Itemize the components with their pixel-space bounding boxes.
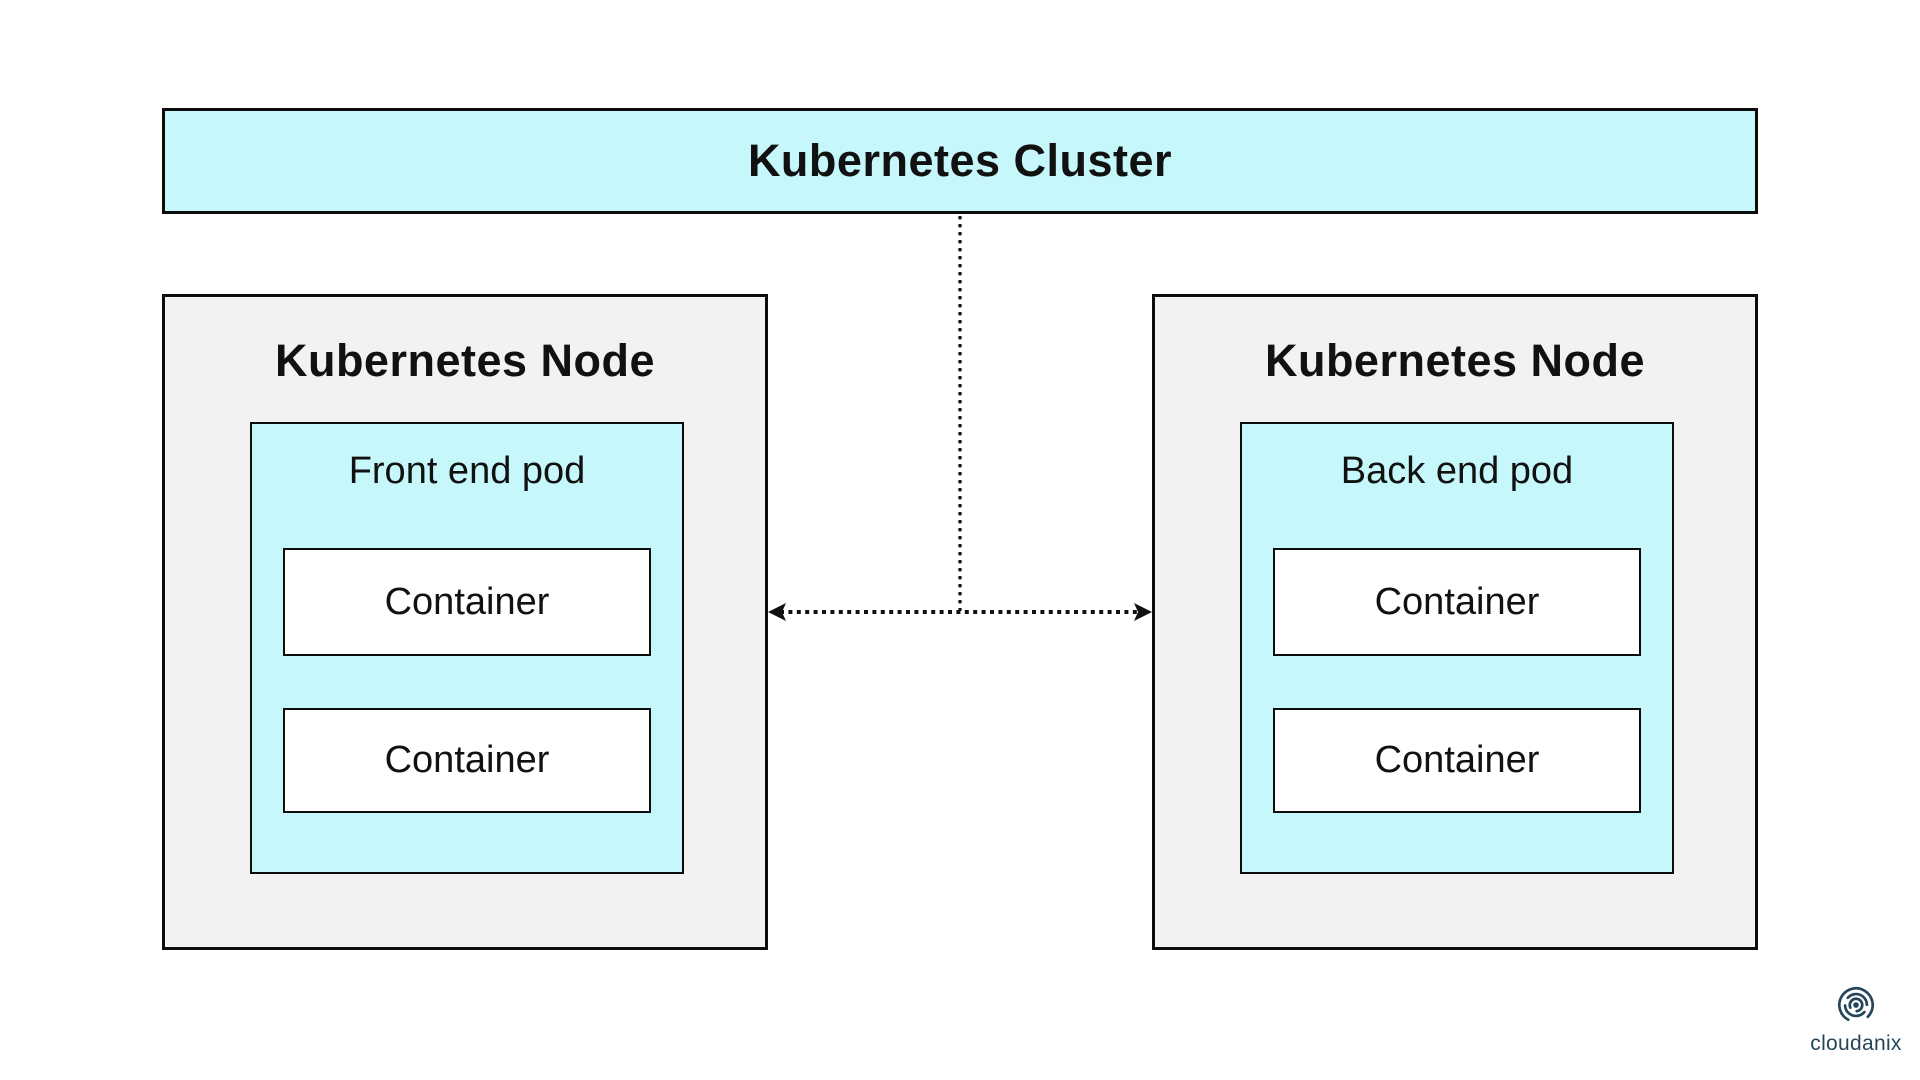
node-left-title: Kubernetes Node xyxy=(274,335,656,386)
node-left: Kubernetes Node Front end pod Container … xyxy=(162,294,768,950)
front-end-pod: Front end pod Container Container xyxy=(250,422,684,874)
back-end-pod: Back end pod Container Container xyxy=(1240,422,1674,874)
container-box: Container xyxy=(1273,708,1641,813)
node-right-title: Kubernetes Node xyxy=(1264,335,1646,386)
node-right: Kubernetes Node Back end pod Container C… xyxy=(1152,294,1758,950)
container-box: Container xyxy=(283,708,651,813)
front-end-pod-title: Front end pod xyxy=(348,450,586,492)
back-end-pod-title: Back end pod xyxy=(1340,450,1574,492)
right-arrowhead-icon xyxy=(1134,603,1152,621)
brand-logo-text: cloudanix xyxy=(1810,1032,1902,1055)
container-box: Container xyxy=(1273,548,1641,656)
brand-logo: cloudanix xyxy=(1800,980,1912,1056)
left-arrowhead-icon xyxy=(768,603,786,621)
container-box: Container xyxy=(283,548,651,656)
cluster-title: Kubernetes Cluster xyxy=(747,135,1173,186)
cluster-box: Kubernetes Cluster xyxy=(162,108,1758,214)
cloudanix-ripple-target-icon xyxy=(1837,986,1875,1024)
